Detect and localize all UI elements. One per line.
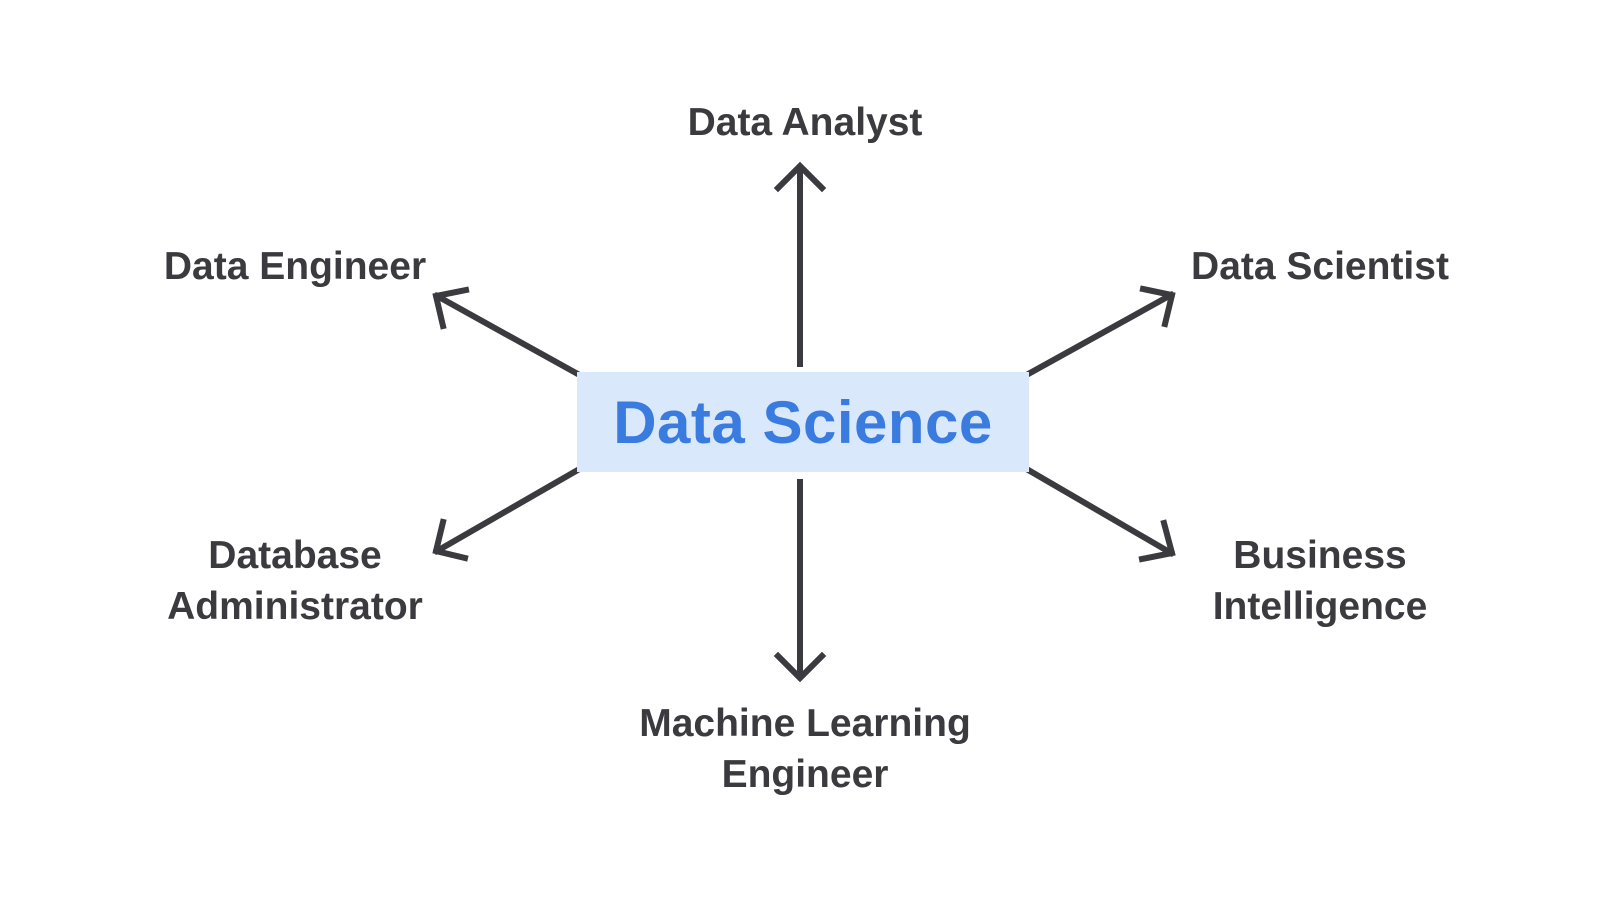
role-business-intelligence: Business Intelligence: [1160, 530, 1480, 632]
arrow-to-database-administrator: [432, 466, 581, 562]
role-label: Data Engineer: [163, 245, 427, 288]
center-node-box: Data Science: [577, 372, 1029, 472]
arrow-to-data-scientist: [1025, 285, 1176, 378]
role-database-administrator: Database Administrator: [135, 530, 455, 632]
center-node-label: Data Science: [613, 388, 993, 456]
role-data-analyst: Data Analyst: [625, 97, 985, 148]
role-label-line-2: Intelligence: [1212, 585, 1428, 628]
role-label: Data Scientist: [1191, 245, 1449, 288]
arrow-to-business-intelligence: [1025, 466, 1176, 563]
role-label-line-1: Database: [208, 534, 382, 577]
arrow-to-data-engineer: [432, 286, 581, 378]
role-label-line-1: Business: [1233, 534, 1407, 577]
role-data-engineer: Data Engineer: [130, 241, 460, 292]
role-label-line-2: Engineer: [721, 753, 889, 796]
arrow-to-machine-learning-engineer: [773, 479, 827, 683]
arrow-to-data-analyst: [773, 161, 827, 367]
role-data-scientist: Data Scientist: [1160, 241, 1480, 292]
role-label-line-2: Administrator: [167, 585, 423, 628]
role-label: Data Analyst: [687, 101, 923, 144]
role-machine-learning-engineer: Machine Learning Engineer: [585, 698, 1025, 800]
role-label-line-1: Machine Learning: [639, 702, 971, 745]
